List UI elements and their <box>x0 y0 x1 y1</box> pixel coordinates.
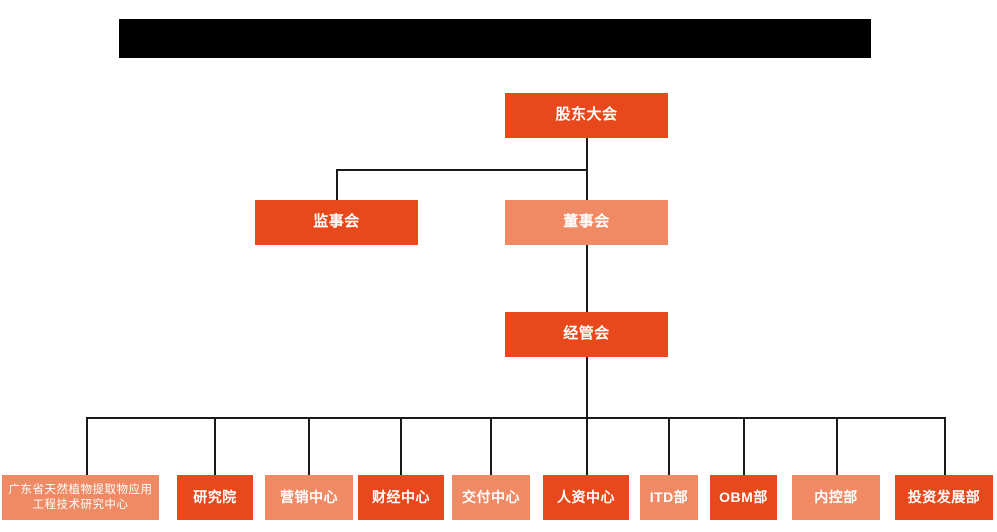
node-supervisors[interactable]: 监事会 <box>255 200 418 245</box>
connector-drop-obm-dept <box>743 417 745 475</box>
connector-drop-research-center <box>86 417 88 475</box>
connector-drop-institute <box>214 417 216 475</box>
connector-supervisors-drop <box>336 169 338 202</box>
node-research-center[interactable]: 广东省天然植物提取物应用工程技术研究中心 <box>2 475 159 520</box>
node-marketing-center[interactable]: 营销中心 <box>265 475 353 520</box>
connector-shareholders-stem <box>586 138 588 170</box>
node-finance-center[interactable]: 财经中心 <box>358 475 444 520</box>
connector-directors-drop <box>586 169 588 202</box>
node-investment-development-dept[interactable]: 投资发展部 <box>895 475 993 520</box>
connector-management-stem <box>586 357 588 418</box>
node-directors[interactable]: 董事会 <box>505 200 668 245</box>
connector-drop-internal-control-dept <box>836 417 838 475</box>
connector-level4-bar <box>86 417 945 419</box>
node-delivery-center[interactable]: 交付中心 <box>452 475 530 520</box>
node-shareholders[interactable]: 股东大会 <box>505 93 668 138</box>
connector-drop-itd-dept <box>668 417 670 475</box>
node-obm-dept[interactable]: OBM部 <box>710 475 777 520</box>
connector-drop-marketing-center <box>308 417 310 475</box>
node-internal-control-dept[interactable]: 内控部 <box>792 475 880 520</box>
node-management[interactable]: 经管会 <box>505 312 668 357</box>
connector-directors-to-management <box>586 245 588 312</box>
connector-drop-hr-center <box>586 417 588 475</box>
connector-level2-bar <box>336 169 588 171</box>
connector-drop-delivery-center <box>490 417 492 475</box>
connector-drop-finance-center <box>400 417 402 475</box>
node-institute[interactable]: 研究院 <box>177 475 253 520</box>
connector-drop-investment-development-dept <box>944 417 946 475</box>
redacted-title-bar <box>119 19 871 58</box>
node-itd-dept[interactable]: ITD部 <box>640 475 698 520</box>
node-hr-center[interactable]: 人资中心 <box>543 475 629 520</box>
